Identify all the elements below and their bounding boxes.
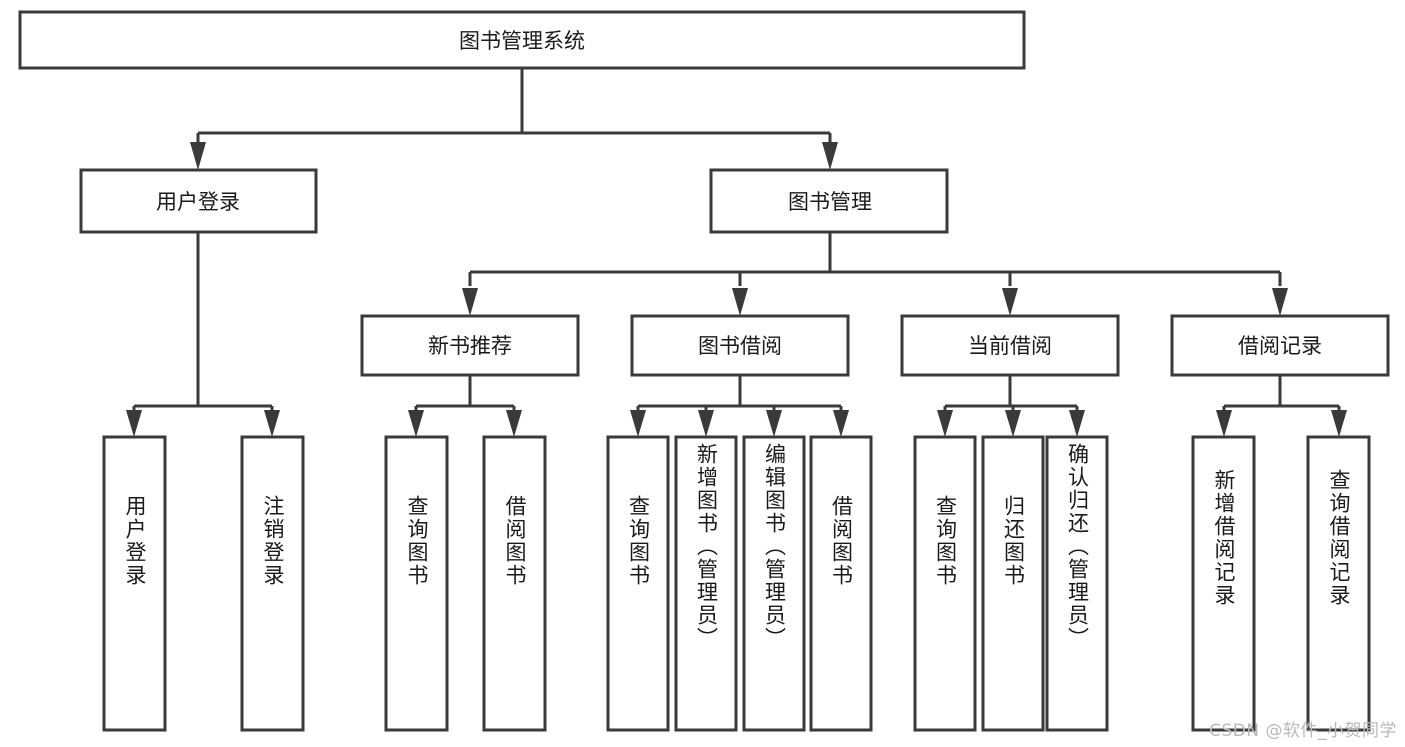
node-root-box[interactable] xyxy=(18,10,1026,70)
node-new-book-recommend-label: 新书推荐 xyxy=(428,334,512,358)
arrow-head-icon xyxy=(1216,410,1232,437)
leaf-box-logout[interactable] xyxy=(240,435,305,732)
leaf-box-return-book[interactable] xyxy=(981,435,1045,732)
arrow-head-icon xyxy=(506,410,522,437)
leaf-box-query-book-1[interactable] xyxy=(384,435,449,732)
node-user-login-label: 用户登录 xyxy=(156,190,240,214)
arrow-head-icon xyxy=(462,288,478,316)
leaf-box-user-login[interactable] xyxy=(102,435,167,732)
connector-borrow-to-leaves xyxy=(630,375,849,437)
arrow-head-icon xyxy=(1331,410,1347,437)
arrow-head-icon xyxy=(1272,288,1288,316)
connector-newbook-to-leaves xyxy=(408,375,522,437)
leaf-box-add-book-admin[interactable] xyxy=(674,435,738,732)
connector-userlogin-to-leaves xyxy=(126,232,280,437)
arrow-head-icon xyxy=(630,410,646,437)
leaf-box-edit-book-admin[interactable] xyxy=(742,435,806,732)
leaf-box-add-borrow-record[interactable] xyxy=(1191,435,1256,732)
node-book-borrow-label: 图书借阅 xyxy=(698,334,782,358)
node-book-management-box[interactable] xyxy=(709,168,949,234)
node-new-book-recommend-box[interactable] xyxy=(360,314,580,377)
node-new-book-recommend[interactable]: 新书推荐 xyxy=(360,314,580,377)
leaf-box-query-book-3[interactable] xyxy=(913,435,977,732)
node-book-management[interactable]: 图书管理 xyxy=(709,168,949,234)
watermark-text: CSDN @软件_小贺同学 xyxy=(1209,721,1397,741)
arrow-head-icon xyxy=(698,410,714,437)
arrow-head-icon xyxy=(190,142,206,170)
leaf-box-borrow-book-2[interactable] xyxy=(809,435,873,732)
node-book-borrow[interactable]: 图书借阅 xyxy=(630,314,850,377)
leaf-box-query-book-2[interactable] xyxy=(606,435,670,732)
node-book-management-label: 图书管理 xyxy=(788,190,872,214)
connector-root-to-level2 xyxy=(190,68,838,170)
node-root-label: 图书管理系统 xyxy=(459,29,585,53)
leaf-box-confirm-return-admin[interactable] xyxy=(1045,435,1109,732)
leaf-box-borrow-book-1[interactable] xyxy=(482,435,547,732)
arrow-head-icon xyxy=(822,142,838,170)
node-borrow-record[interactable]: 借阅记录 xyxy=(1170,314,1390,377)
arrow-head-icon xyxy=(937,410,953,437)
arrow-head-icon xyxy=(408,410,424,437)
node-current-borrow-box[interactable] xyxy=(900,314,1120,377)
node-current-borrow-label: 当前借阅 xyxy=(968,334,1052,358)
node-current-borrow[interactable]: 当前借阅 xyxy=(900,314,1120,377)
node-book-borrow-box[interactable] xyxy=(630,314,850,377)
connector-bookmgmt-to-level3 xyxy=(462,232,1288,316)
arrow-head-icon xyxy=(1069,410,1085,437)
node-user-login[interactable]: 用户登录 xyxy=(79,168,318,234)
node-user-login-box[interactable] xyxy=(79,168,318,234)
node-borrow-record-label: 借阅记录 xyxy=(1238,334,1322,358)
connector-record-to-leaves xyxy=(1216,375,1347,437)
arrow-head-icon xyxy=(766,410,782,437)
arrow-head-icon xyxy=(126,410,142,437)
leaf-box-query-borrow-record[interactable] xyxy=(1306,435,1371,732)
arrow-head-icon xyxy=(264,410,280,437)
connector-current-to-leaves xyxy=(937,375,1085,437)
arrow-head-icon xyxy=(1002,288,1018,316)
node-borrow-record-box[interactable] xyxy=(1170,314,1390,377)
arrow-head-icon xyxy=(732,288,748,316)
arrow-head-icon xyxy=(1005,410,1021,437)
arrow-head-icon xyxy=(833,410,849,437)
node-root-system[interactable]: 图书管理系统 xyxy=(18,10,1026,70)
